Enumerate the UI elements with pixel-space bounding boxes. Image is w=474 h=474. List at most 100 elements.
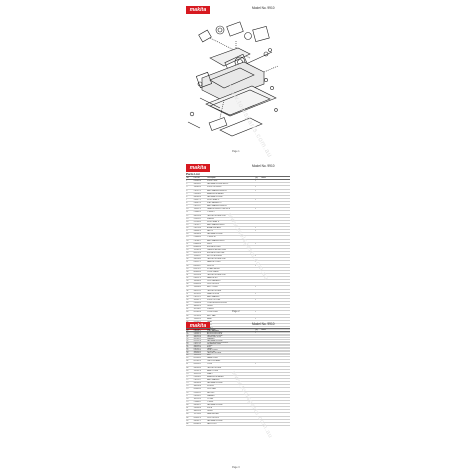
model-label: Model No. 9910 xyxy=(252,322,275,326)
note xyxy=(260,270,290,274)
item-number: 32 xyxy=(186,276,194,281)
part-number: 824582-0 xyxy=(193,422,207,426)
item-number: 7 xyxy=(186,198,194,203)
item-number: 58 xyxy=(186,334,194,339)
part-description: FRONT HOUSING xyxy=(206,185,255,190)
quantity: 1 xyxy=(254,189,261,193)
quantity: 1 xyxy=(254,179,261,184)
quantity: 1 xyxy=(254,260,261,265)
note xyxy=(260,285,290,290)
part-description: COVER xyxy=(206,397,255,401)
part-description: BALL BEARING 6200LLB xyxy=(206,204,255,209)
item-number: 79 xyxy=(186,400,194,405)
quantity xyxy=(254,422,261,426)
quantity xyxy=(254,270,261,274)
note xyxy=(260,220,290,224)
quantity: 1 xyxy=(254,317,261,321)
column-header: Description xyxy=(206,329,255,333)
part-number: 233502-9 xyxy=(193,331,207,336)
quantity: 1 xyxy=(254,285,261,290)
column-header: Part No. xyxy=(193,177,207,181)
quantity xyxy=(254,375,261,380)
item-number: 39 xyxy=(186,298,194,303)
part-description: COMPRESSION SPRING 4 xyxy=(206,341,255,345)
item-number: 10 xyxy=(186,207,194,212)
part-description: BALL BEARING 606ZZ xyxy=(206,239,255,243)
quantity: 1 xyxy=(254,226,261,231)
note xyxy=(260,409,290,414)
part-number: 154921-3 xyxy=(193,207,207,212)
part-description: HANDLE SET xyxy=(206,276,255,281)
item-number: 2 xyxy=(186,182,194,187)
item-number: 68 xyxy=(186,366,194,370)
note xyxy=(260,217,290,221)
part-description: STOPPER xyxy=(206,350,255,355)
part-description: BRUSH HOLDER xyxy=(206,245,255,249)
part-number: 211071-3 xyxy=(193,189,207,193)
quantity: 1 xyxy=(254,264,261,268)
note xyxy=(260,226,290,231)
part-description: DUST NOZZLE xyxy=(206,282,255,287)
item-number: 60 xyxy=(186,341,194,345)
part-description: BASE COVER xyxy=(206,369,255,373)
part-description: FAN 70 xyxy=(206,229,255,234)
item-number: 37 xyxy=(186,292,194,296)
part-description: BASE xyxy=(206,317,255,321)
quantity xyxy=(254,279,261,284)
part-number: 226477-2 xyxy=(193,198,207,203)
note xyxy=(260,359,290,364)
part-number: 346289-9 xyxy=(193,350,207,355)
item-number: 1 xyxy=(186,179,194,184)
note xyxy=(260,279,290,284)
item-number: 62 xyxy=(186,347,194,351)
note xyxy=(260,195,290,199)
part-number: 822044-0 xyxy=(193,356,207,361)
note xyxy=(260,257,290,262)
part-number: 256144-1 xyxy=(193,394,207,398)
part-description: HANDLE COVER xyxy=(206,260,255,265)
item-number: 74 xyxy=(186,384,194,389)
part-number: 233208-5 xyxy=(193,192,207,196)
item-number: 13 xyxy=(186,217,194,221)
note xyxy=(260,192,290,196)
note xyxy=(260,282,290,287)
makita-logo: makita xyxy=(186,6,210,14)
note xyxy=(260,260,290,265)
item-number: 72 xyxy=(186,378,194,383)
quantity xyxy=(254,409,261,414)
part-number: 251161-6 xyxy=(193,391,207,395)
part-description: CAUTION LABEL xyxy=(206,359,255,364)
quantity xyxy=(254,347,261,351)
note xyxy=(260,267,290,271)
note xyxy=(260,317,290,321)
note xyxy=(260,394,290,398)
item-number: 36 xyxy=(186,289,194,293)
quantity xyxy=(254,210,261,215)
item-number: 86 xyxy=(186,422,194,426)
part-description: O RING 36 xyxy=(206,235,255,240)
item-number: 71 xyxy=(186,375,194,380)
makita-logo: makita xyxy=(186,164,210,172)
note xyxy=(260,323,290,328)
note xyxy=(260,201,290,206)
table-header-row: No. Part No. Description Qty Notes xyxy=(186,329,290,333)
part-description: CORD GUARD xyxy=(206,270,255,274)
model-label: Model No. 9910 xyxy=(252,164,275,168)
